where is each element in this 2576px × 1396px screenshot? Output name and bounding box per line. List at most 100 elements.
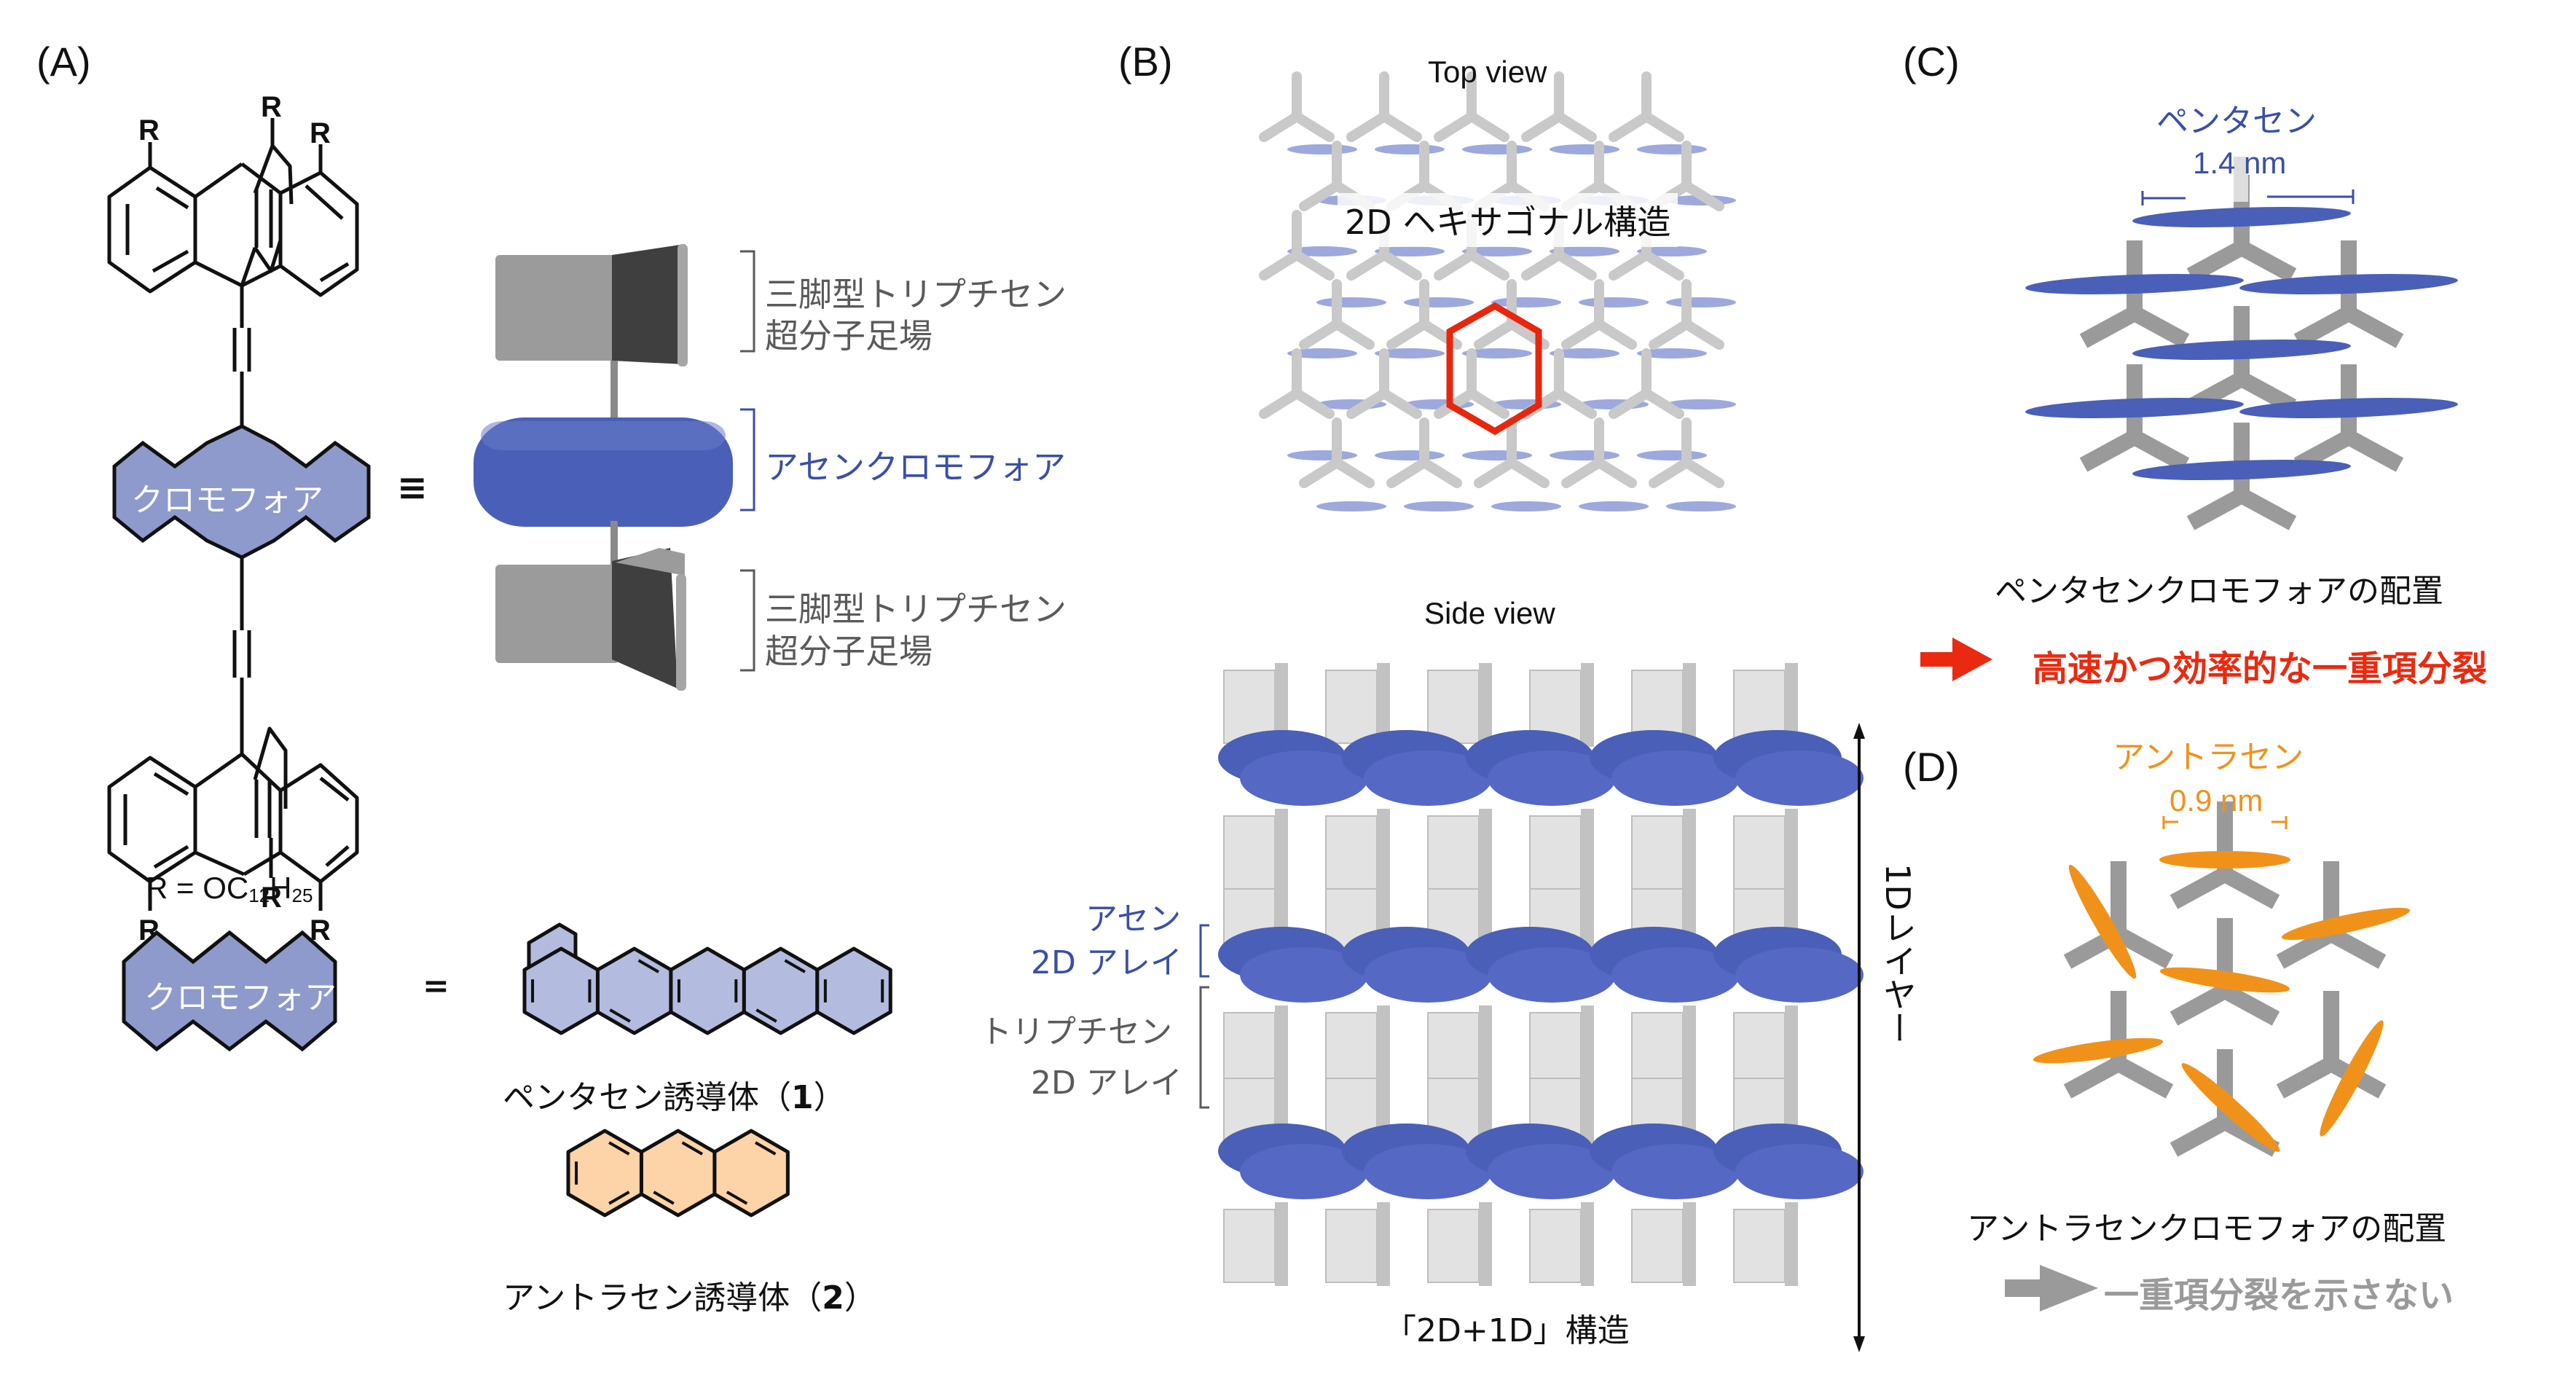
bracket-acene-array [1199,924,1209,978]
structure-caption: 「2D+1D」構造 [1384,1312,1630,1349]
anthracene-name: アントラセン [2113,739,2304,776]
side-view-scaffold-fin [1275,1202,1288,1286]
side-view-acene [1240,750,1368,806]
triptycene-array-label-line2: 2D アレイ [1031,1064,1182,1102]
side-view-scaffold-panel [1529,1209,1582,1283]
side-view-acene [1364,750,1492,806]
side-view-scaffold-fin [1683,1202,1696,1286]
side-view-scaffold-fin [1275,663,1288,747]
side-view-acene [1611,750,1740,806]
side-view-scaffold-fin [1479,1202,1492,1286]
top-view-triptycene [1299,417,1375,488]
anthracene-arrangement [2033,801,2411,1157]
scaffold-3d-top [495,244,688,430]
scaffold-3d-bottom [495,521,686,691]
top-view-chromophore [1637,348,1707,358]
top-view-chromophore [1316,297,1386,307]
top-view-chromophore [1666,297,1736,307]
bottom-triptycene-structure [107,557,359,911]
top-view-triptycene [1299,279,1375,350]
top-view-triptycene [1259,210,1335,281]
top-view-chromophore [1491,501,1561,511]
top-view-title: Top view [1428,55,1547,89]
panel-a-label: (A) [36,39,91,85]
anthracene-chromophore [2159,967,2290,993]
top-view-chromophore [1666,501,1736,511]
top-view-chromophore [1637,144,1707,154]
no-singlet-fission-result: 一重項分裂を示さない [2104,1275,2454,1316]
top-view-chromophore [1550,450,1619,460]
side-view-scaffold-fin [1479,663,1492,747]
side-view-scaffold-panel [1631,1012,1684,1086]
top-view-chromophore [1550,348,1619,358]
anthracene-chromophore [2281,907,2411,941]
anthracene-ring [712,1129,790,1217]
pentacene-length: 1.4 nm [2193,146,2287,180]
side-view-scaffold-fin [1479,1005,1492,1089]
side-view-acene [1488,1144,1616,1199]
side-view-scaffold-fin [1479,809,1492,893]
pentacene-stem [2234,157,2248,202]
equiv-symbol: ≡ [397,466,428,509]
top-view-chromophore [1637,450,1707,460]
pentacene-chromophore [2025,273,2244,295]
side-view-acene [1364,1144,1492,1199]
panel-c-label: (C) [1903,39,1960,85]
anthracene-chromophore [2033,1038,2164,1064]
side-view-scaffold-panel [1529,815,1582,890]
pentacene-arrangement [2025,175,2458,530]
anthracene-caption: アントラセン誘導体（2） [503,1279,876,1317]
panel-d-label: (D) [1903,744,1960,790]
anthracene-chromophore [2320,1020,2384,1137]
top-view-chromophore [1462,246,1532,256]
top-view-chromophore [1375,348,1445,358]
hexagon-highlight [1446,302,1542,436]
side-view-scaffold-panel [1223,1209,1276,1283]
r-group-top-center: R [261,91,282,123]
pentacene-caption: ペンタセン誘導体（1） [503,1079,846,1116]
bracket-scaffold-top [740,250,755,353]
pentacene-name: ペンタセン [2156,103,2317,140]
top-view-triptycene [1386,417,1462,488]
side-view-scaffold-fin [1785,1202,1798,1286]
anthracene-chromophore [2181,1063,2280,1152]
anthracene-chromophore [2068,864,2137,979]
side-view-scaffold-panel [1325,1209,1378,1283]
side-view-acene [1240,1144,1368,1199]
side-view-acene [1735,750,1864,806]
side-view-scaffold-panel [1427,815,1480,890]
top-view-triptycene [1521,71,1597,142]
pentacene-chromophore [2239,397,2458,419]
side-view-scaffold-panel [1631,815,1684,890]
bracket-chromophore [740,408,755,511]
side-view-scaffold-fin [1581,1005,1594,1089]
anthracene-length-indicator [2162,816,2288,829]
side-view-scaffold-fin [1581,663,1594,747]
side-view-scaffold-panel [1223,1012,1276,1086]
anthracene-rings [566,1129,790,1217]
top-view-chromophore [1579,297,1649,307]
top-view-chromophore [1550,246,1619,256]
top-view-triptycene [1561,279,1637,350]
top-view-chromophore [1375,246,1445,256]
side-view-scaffold-fin [1683,809,1696,893]
triptycene-scaffold [2186,423,2297,530]
top-view-triptycene [1259,71,1335,142]
side-view-scaffold-panel [1325,815,1378,890]
scaffold-bottom-label-line1: 三脚型トリプチセン [765,589,1067,629]
side-view-scaffold-panel [1631,1209,1684,1283]
side-view-acene [1611,1144,1740,1199]
pentacene-chromophore [2239,273,2458,295]
anthracene-length: 0.9 nm [2169,783,2263,817]
top-view-chromophore [1287,246,1357,256]
top-view-chromophore [1404,297,1474,307]
side-view-acene [1735,1144,1864,1199]
top-view-triptycene [1649,417,1724,488]
pentacene-ring [815,946,892,1035]
pentacene-ring [595,946,673,1035]
triptycene-array-label-line1: トリプチセン [980,1013,1172,1051]
scaffold-bottom-label-line2: 超分子足場 [765,632,932,671]
side-view-acene [1488,750,1616,806]
anthracene-arrangement-caption: アントラセンクロモフォアの配置 [1967,1210,2447,1247]
pentacene-chromophore [2132,459,2351,481]
